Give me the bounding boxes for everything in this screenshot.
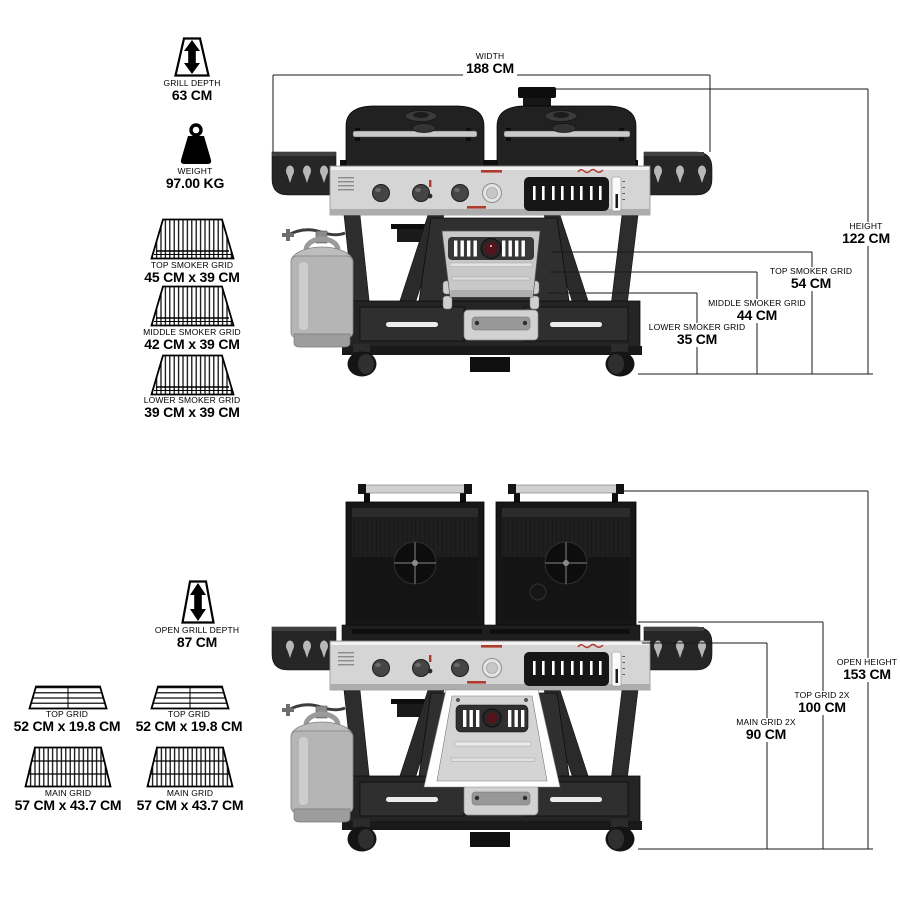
top-grid-left-icon [28,685,108,710]
main-grid-left-value: 57 CM x 43.7 CM [14,797,122,814]
main-grid-left-label: MAIN GRID [44,788,92,798]
open-height-label: OPEN HEIGHT [836,657,898,667]
height-value: 122 CM [842,230,890,247]
lower-smoker-grid-label: LOWER SMOKER GRID [143,395,241,405]
weight-value: 97.00 KG [165,175,225,192]
main-grid-left-spec: MAIN GRID 57 CM x 43.7 CM [14,788,122,814]
closed-lid-left [345,105,485,167]
middle-smoker-grid-dimension: MIDDLE SMOKER GRID 44 CM [705,298,809,324]
top-smoker-grid-dim-label: TOP SMOKER GRID [769,266,853,276]
main-grid-right-icon [146,746,234,788]
top-grid-left-spec: TOP GRID 52 CM x 19.8 CM [13,709,121,735]
lower-smoker-grid-icon [150,354,235,396]
lower-smoker-grid-dim-label: LOWER SMOKER GRID [648,322,746,332]
lower-smoker-grid-spec: LOWER SMOKER GRID 39 CM x 39 CM [143,395,241,421]
top-grid-right-spec: TOP GRID 52 CM x 19.8 CM [135,709,243,735]
middle-smoker-grid-dim-value: 44 CM [736,307,778,324]
middle-smoker-grid-value: 42 CM x 39 CM [144,336,240,353]
open-grill-depth-icon [181,580,215,624]
width-dimension: WIDTH 188 CM [463,51,517,77]
weight-icon [180,123,212,164]
grill-depth-label: GRILL DEPTH [163,78,221,88]
open-grill-depth-value: 87 CM [176,634,218,651]
main-grid-right-label: MAIN GRID [166,788,214,798]
top-smoker-grid-spec: TOP SMOKER GRID 45 CM x 39 CM [144,260,240,286]
main-grid-right-spec: MAIN GRID 57 CM x 43.7 CM [136,788,244,814]
top-grid-2x-dimension: TOP GRID 2X 100 CM [791,690,853,716]
open-lids [345,484,637,626]
top-grid-right-label: TOP GRID [168,709,210,719]
grill-depth-icon [174,37,210,77]
open-grill-illustration [272,484,712,852]
main-grid-2x-value: 90 CM [745,726,787,743]
middle-smoker-grid-label: MIDDLE SMOKER GRID [143,327,241,337]
main-grid-left-icon [24,746,112,788]
top-smoker-grid-label: TOP SMOKER GRID [150,260,234,270]
top-grid-left-value: 52 CM x 19.8 CM [13,718,121,735]
smoker-door-closed [441,230,541,298]
middle-smoker-grid-spec: MIDDLE SMOKER GRID 42 CM x 39 CM [143,327,241,353]
lower-smoker-grid-value: 39 CM x 39 CM [144,404,240,421]
open-grill-depth-spec: OPEN GRILL DEPTH 87 CM [154,625,240,651]
width-label: WIDTH [475,51,505,61]
open-height-value: 153 CM [843,666,891,683]
top-smoker-grid-dim-value: 54 CM [790,275,832,292]
middle-smoker-grid-icon [150,285,235,327]
grill-depth-value: 63 CM [171,87,213,104]
main-grid-2x-label: MAIN GRID 2X [736,717,796,727]
top-grid-2x-value: 100 CM [798,699,846,716]
top-grid-2x-label: TOP GRID 2X [794,690,850,700]
lower-smoker-grid-dim-value: 35 CM [676,331,718,348]
smoker-door-open [423,689,561,788]
height-dimension: HEIGHT 122 CM [839,221,893,247]
open-grill-depth-label: OPEN GRILL DEPTH [154,625,240,635]
closed-lid-right [496,105,637,167]
top-smoker-grid-value: 45 CM x 39 CM [144,269,240,286]
height-label: HEIGHT [849,221,883,231]
open-height-dimension: OPEN HEIGHT 153 CM [833,657,900,683]
weight-label: WEIGHT [177,166,213,176]
middle-smoker-grid-dim-label: MIDDLE SMOKER GRID [708,298,806,308]
main-grid-right-value: 57 CM x 43.7 CM [136,797,244,814]
top-smoker-grid-icon [150,218,235,260]
top-grid-left-label: TOP GRID [46,709,88,719]
grill-depth-spec: GRILL DEPTH 63 CM [163,78,221,104]
weight-spec: WEIGHT 97.00 KG [165,166,225,192]
top-smoker-grid-dimension: TOP SMOKER GRID 54 CM [766,266,856,292]
top-grid-right-icon [150,685,230,710]
main-grid-2x-dimension: MAIN GRID 2X 90 CM [733,717,799,743]
lower-smoker-grid-dimension: LOWER SMOKER GRID 35 CM [645,322,749,348]
top-grid-right-value: 52 CM x 19.8 CM [135,718,243,735]
width-value: 188 CM [466,60,514,77]
closed-grill-illustration [272,87,712,377]
